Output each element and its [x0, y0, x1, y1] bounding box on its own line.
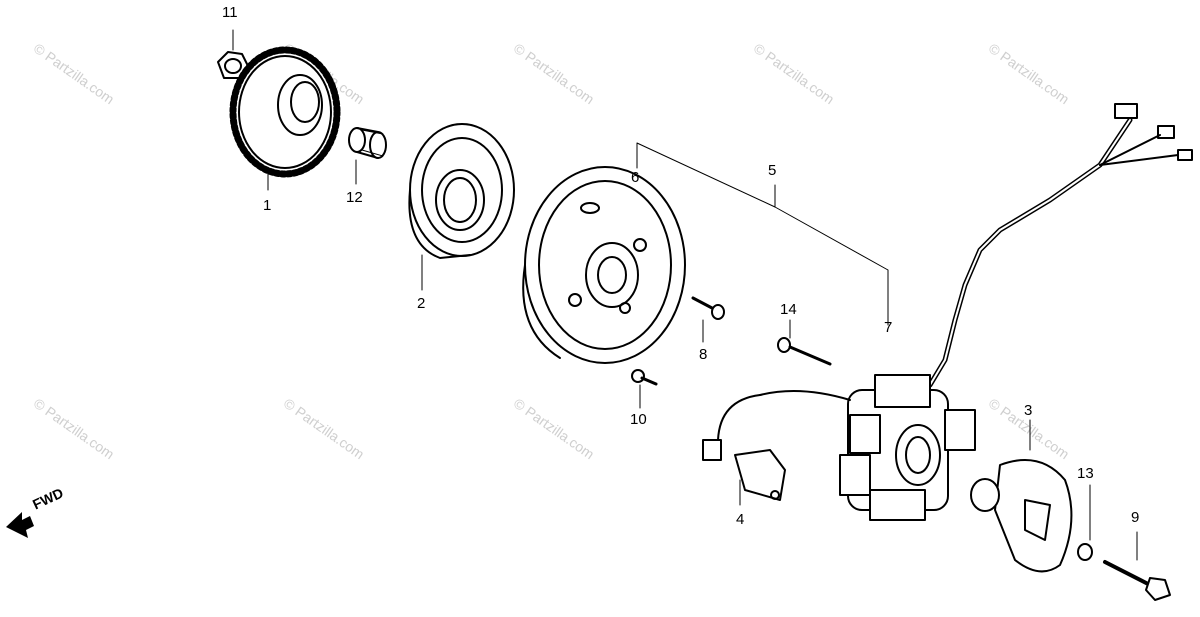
part-14-bolt: [777, 319, 832, 366]
callout-6: 6: [631, 169, 640, 186]
callout-9: 9: [1131, 509, 1140, 526]
callout-1: 1: [263, 197, 272, 214]
part-13-washer: [1077, 484, 1093, 561]
callout-11: 11: [222, 4, 238, 21]
part-10-bolt: [631, 369, 658, 409]
callout-10: 10: [630, 411, 647, 428]
bracket-lines: [636, 142, 889, 326]
part-4-pulser: [702, 394, 786, 506]
callout-4: 4: [736, 511, 745, 528]
callout-7: 7: [884, 319, 893, 336]
callout-2: 2: [417, 295, 426, 312]
part-1-sprocket: [229, 46, 341, 191]
part-6-flywheel: [522, 166, 686, 364]
callout-5: 5: [768, 162, 777, 179]
part-9-bolt: [1103, 531, 1171, 601]
callout-3: 3: [1024, 402, 1033, 419]
callout-13: 13: [1077, 465, 1094, 482]
forward-arrow-icon: [6, 512, 34, 538]
callout-14: 14: [780, 301, 797, 318]
part-8-bolt: [691, 296, 725, 343]
part-7-stator: [759, 103, 1193, 521]
part-3-cover: [970, 419, 1073, 573]
callout-8: 8: [699, 346, 708, 363]
part-2-starter-clutch: [408, 123, 515, 291]
part-12-bearing: [348, 127, 387, 185]
callout-12: 12: [346, 189, 363, 206]
